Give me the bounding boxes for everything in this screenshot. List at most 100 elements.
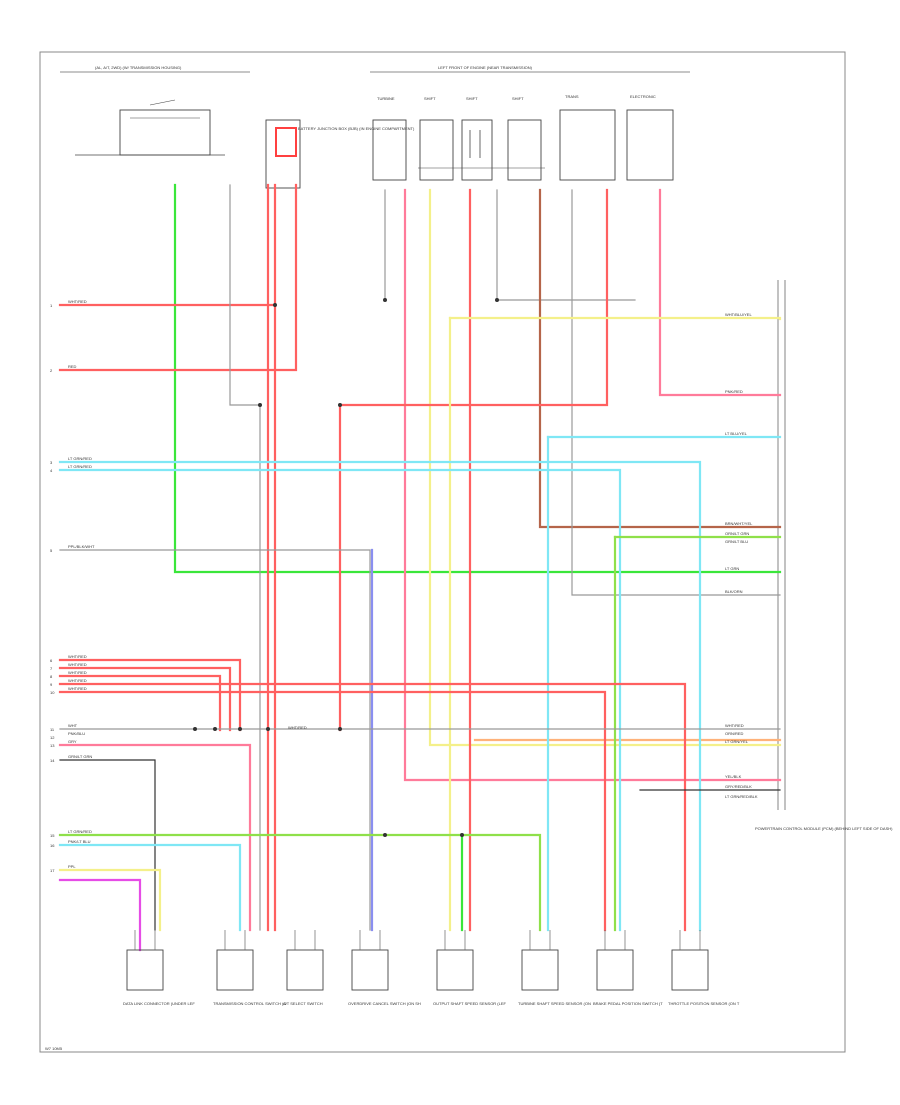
right-wire-label: BLK/ORN bbox=[725, 589, 743, 594]
svg-text:TRANS: TRANS bbox=[565, 94, 579, 99]
splice-dot bbox=[238, 727, 242, 731]
right-wire-label: ORN/LT GRN bbox=[725, 531, 749, 536]
wire-yellow bbox=[58, 868, 162, 932]
left-pin-number: 12 bbox=[50, 735, 55, 740]
bottom-component-label: BRAKE PEDAL POSITION SWITCH (T bbox=[593, 1001, 663, 1006]
right-wire-label: LT GRN/RED/BLK bbox=[725, 794, 758, 799]
bottom-component-box bbox=[436, 949, 474, 991]
wire-gray bbox=[496, 189, 636, 301]
left-pin-number: 11 bbox=[50, 727, 55, 732]
right-wire-label: YEL/BLK bbox=[725, 774, 742, 779]
left-pin-number: 13 bbox=[50, 743, 55, 748]
right-wire-label: LT BLU/YEL bbox=[725, 431, 748, 436]
left-wire-label: LT GRN/RED bbox=[68, 464, 92, 469]
wire-red bbox=[58, 658, 242, 732]
bottom-component-box bbox=[126, 949, 164, 991]
splice-dot bbox=[495, 298, 499, 302]
left-wire-label: GRY bbox=[68, 739, 77, 744]
bottom-component-box bbox=[596, 949, 634, 991]
splice-dot bbox=[258, 403, 262, 407]
wire-lightgreen bbox=[58, 833, 542, 932]
left-wire-label: PPL bbox=[68, 864, 76, 869]
wire-red bbox=[338, 188, 609, 732]
bottom-component-label: DATA LINK CONNECTOR (UNDER LEF bbox=[123, 1001, 195, 1006]
fuse-box bbox=[265, 119, 301, 189]
wire-cyan bbox=[58, 460, 702, 932]
diagram-frame bbox=[39, 51, 846, 1053]
wire-red bbox=[58, 666, 232, 732]
wire-yellow bbox=[448, 316, 782, 321]
wire-red bbox=[58, 674, 222, 732]
left-wire-label: LT GRN/RED bbox=[68, 456, 92, 461]
left-wire-label: RED bbox=[68, 364, 77, 369]
wire-pink bbox=[658, 188, 782, 397]
center-wire-label: WHT/RED bbox=[288, 725, 307, 730]
pcm-connector bbox=[777, 280, 786, 810]
wire-red bbox=[58, 690, 607, 932]
left-wire-label: WHT/RED bbox=[68, 654, 87, 659]
left-wire-label: WHT/RED bbox=[68, 678, 87, 683]
top-left-header: (AL, A/T, 2WD) (W/ TRANSMISSION HOUSING) bbox=[95, 65, 182, 70]
bottom-component-box bbox=[671, 949, 709, 991]
left-pin-number: 2 bbox=[50, 368, 53, 373]
left-pin-number: 17 bbox=[50, 868, 55, 873]
right-wire-label: WHT/RED bbox=[725, 723, 744, 728]
top-right-header: LEFT FRONT OF ENGINE (NEAR TRANSMISSION) bbox=[438, 65, 533, 70]
bottom-component-box bbox=[286, 949, 324, 991]
right-wire-label: BRN/WHT/YEL bbox=[725, 521, 753, 526]
splice-dot bbox=[383, 298, 387, 302]
wire-gray bbox=[571, 189, 781, 596]
wire-violet bbox=[58, 878, 142, 952]
splice-dot bbox=[273, 303, 277, 307]
left-pin-number: 10 bbox=[50, 690, 55, 695]
wire-red bbox=[58, 682, 687, 932]
wire-yellow bbox=[428, 188, 782, 747]
left-pin-number: 1 bbox=[50, 303, 53, 308]
left-pin-number: 14 bbox=[50, 758, 55, 763]
splice-dot bbox=[383, 833, 387, 837]
splice-dot bbox=[193, 727, 197, 731]
left-pin-number: 6 bbox=[50, 658, 53, 663]
wire-gray bbox=[229, 184, 261, 931]
right-wire-label: GRN/LT BLU bbox=[725, 539, 748, 544]
left-pin-number: 4 bbox=[50, 468, 53, 473]
wire-red bbox=[58, 183, 298, 372]
left-wire-label: WHT/RED bbox=[68, 662, 87, 667]
left-pin-number: 8 bbox=[50, 674, 53, 679]
right-wire-label: ORN/RED bbox=[725, 731, 744, 736]
wire-gray bbox=[59, 549, 371, 931]
bottom-component-label: TURBINE SHAFT SPEED SENSOR (ON bbox=[518, 1001, 591, 1006]
left-wire-label: WHT/RED bbox=[68, 299, 87, 304]
left-wire-label: WHT/RED bbox=[68, 686, 87, 691]
wire-pink bbox=[58, 743, 252, 932]
bjb-note: BATTERY JUNCTION BOX (BJB) (IN ENGINE CO… bbox=[298, 126, 415, 131]
left-wire-label: PNK/LT BLU bbox=[68, 839, 91, 844]
svg-text:SHIFT: SHIFT bbox=[466, 96, 478, 101]
right-wire-label: LT GRN bbox=[725, 566, 739, 571]
bottom-component-label: OUTPUT SHAFT SPEED SENSOR (LEF bbox=[433, 1001, 507, 1006]
bottom-component-box bbox=[216, 949, 254, 991]
left-wire-label: WHT bbox=[68, 723, 78, 728]
right-wire-label: LT GRN/YEL bbox=[725, 739, 749, 744]
bottom-component-label: A/T SELECT SWITCH bbox=[283, 1001, 323, 1006]
right-wire-label: PNK/RED bbox=[725, 389, 743, 394]
svg-text:ELECTRONIC: ELECTRONIC bbox=[630, 94, 656, 99]
svg-text:SHIFT: SHIFT bbox=[424, 96, 436, 101]
left-wire-label: WHT/RED bbox=[68, 670, 87, 675]
splice-dot bbox=[266, 727, 270, 731]
bottom-component-label: OVERDRIVE CANCEL SWITCH (ON SH bbox=[348, 1001, 421, 1006]
splice-dots bbox=[193, 298, 499, 837]
bottom-component-label: THROTTLE POSITION SENSOR (ON T bbox=[668, 1001, 740, 1006]
left-pin-number: 7 bbox=[50, 666, 53, 671]
left-wire-label: GRN/LT GRN bbox=[68, 754, 92, 759]
left-pin-number: 3 bbox=[50, 460, 53, 465]
pcm-label: POWERTRAIN CONTROL MODULE (PCM) (BEHIND … bbox=[755, 826, 893, 831]
left-wire-label: PNK/BLU bbox=[68, 731, 85, 736]
transmission-range-switch bbox=[75, 99, 225, 156]
splice-dot bbox=[338, 727, 342, 731]
